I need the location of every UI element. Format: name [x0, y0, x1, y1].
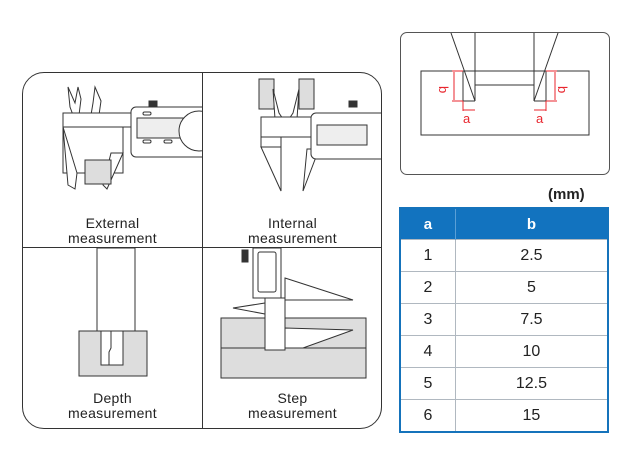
table-header-row: a b — [400, 208, 608, 240]
step-caption-line1: Step — [277, 390, 308, 406]
panel-divider-vertical — [202, 73, 204, 428]
internal-caption-line2: measurement — [248, 230, 337, 246]
step-caption-line2: measurement — [248, 405, 337, 421]
external-measurement-cell: External measurement — [23, 73, 202, 247]
cell-a: 1 — [400, 239, 456, 272]
cell-b: 5 — [455, 271, 608, 304]
label-a-right: a — [536, 111, 544, 126]
depth-caption-line2: measurement — [68, 405, 157, 421]
label-a-left: a — [463, 111, 471, 126]
cell-a: 2 — [400, 271, 456, 304]
cell-b: 12.5 — [455, 367, 608, 400]
step-measurement-cell: Step measurement — [203, 248, 381, 422]
external-caption-line1: External — [85, 215, 140, 231]
cell-b: 2.5 — [455, 239, 608, 272]
internal-caption-line1: Internal — [267, 215, 318, 231]
step-dimension-diagram: b a b a — [400, 32, 610, 175]
cell-a: 5 — [400, 367, 456, 400]
measurement-types-panel: External measurement Internal measuremen… — [22, 72, 382, 429]
depth-measurement-cell: Depth measurement — [23, 248, 202, 422]
internal-caliper-illustration — [258, 78, 381, 192]
cell-a: 4 — [400, 335, 456, 368]
cell-a: 3 — [400, 303, 456, 336]
cell-b: 15 — [455, 399, 608, 432]
label-b-right: b — [555, 86, 570, 93]
internal-measurement-cell: Internal measurement — [203, 73, 381, 247]
external-caliper-illustration — [62, 85, 202, 190]
dimension-diagram-svg: b a b a — [420, 32, 590, 136]
label-b-left: b — [436, 86, 451, 93]
depth-caliper-illustration — [78, 248, 148, 377]
cell-a: 6 — [400, 399, 456, 432]
external-caption-line2: measurement — [68, 230, 157, 246]
cell-b: 7.5 — [455, 303, 608, 336]
column-header-b: b — [455, 208, 608, 240]
column-header-a: a — [400, 208, 456, 240]
depth-caption-line1: Depth — [93, 390, 132, 406]
unit-label: (mm) — [548, 186, 585, 203]
panel-divider-horizontal — [23, 247, 381, 249]
step-caliper-illustration — [220, 248, 367, 379]
cell-b: 10 — [455, 335, 608, 368]
